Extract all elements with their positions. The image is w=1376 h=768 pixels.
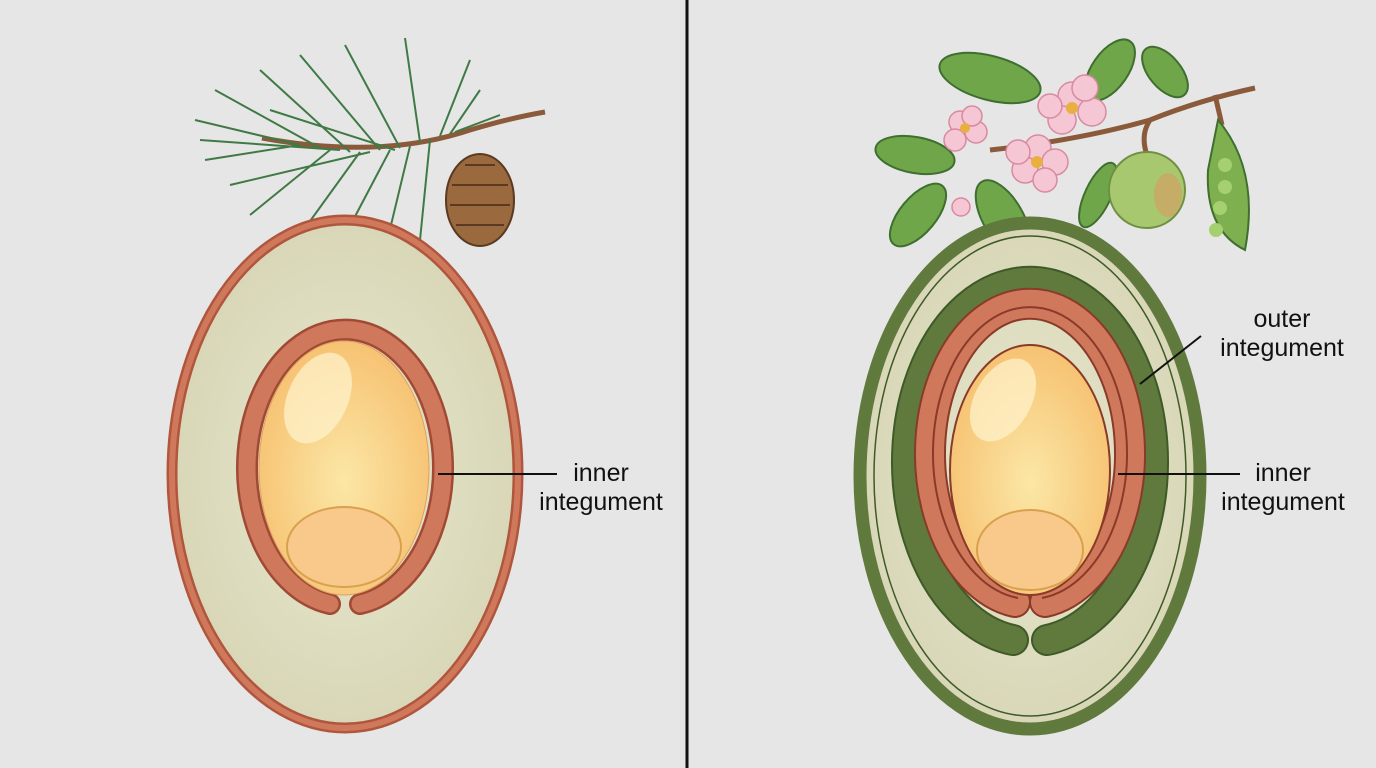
flower-icons [943, 74, 1107, 217]
outer-integument-label-line2: integument [1220, 334, 1344, 362]
inner-integument-label-line1: inner [1255, 459, 1311, 487]
pine-branch-icon [194, 37, 546, 251]
gymnosperm-ovule: inner integument [166, 37, 663, 734]
inner-integument-label-line2: integument [1221, 488, 1345, 516]
flowering-branch-icon [874, 38, 1256, 257]
inner-integument-label-line1: inner [573, 459, 629, 487]
outer-integument-label-line1: outer [1254, 305, 1311, 333]
embryo-sac [286, 506, 402, 588]
inner-integument [914, 287, 1146, 618]
angiosperm-ovule: outer integument inner integument [853, 38, 1345, 736]
outer-integument-leader [1139, 335, 1202, 385]
embryo-sac [976, 509, 1084, 591]
inner-integument [236, 318, 454, 615]
outer-integument [891, 265, 1169, 656]
leaf-icons [874, 38, 1189, 257]
inner-integument-label-line2: integument [539, 488, 663, 516]
pine-cone-icon [445, 153, 515, 247]
